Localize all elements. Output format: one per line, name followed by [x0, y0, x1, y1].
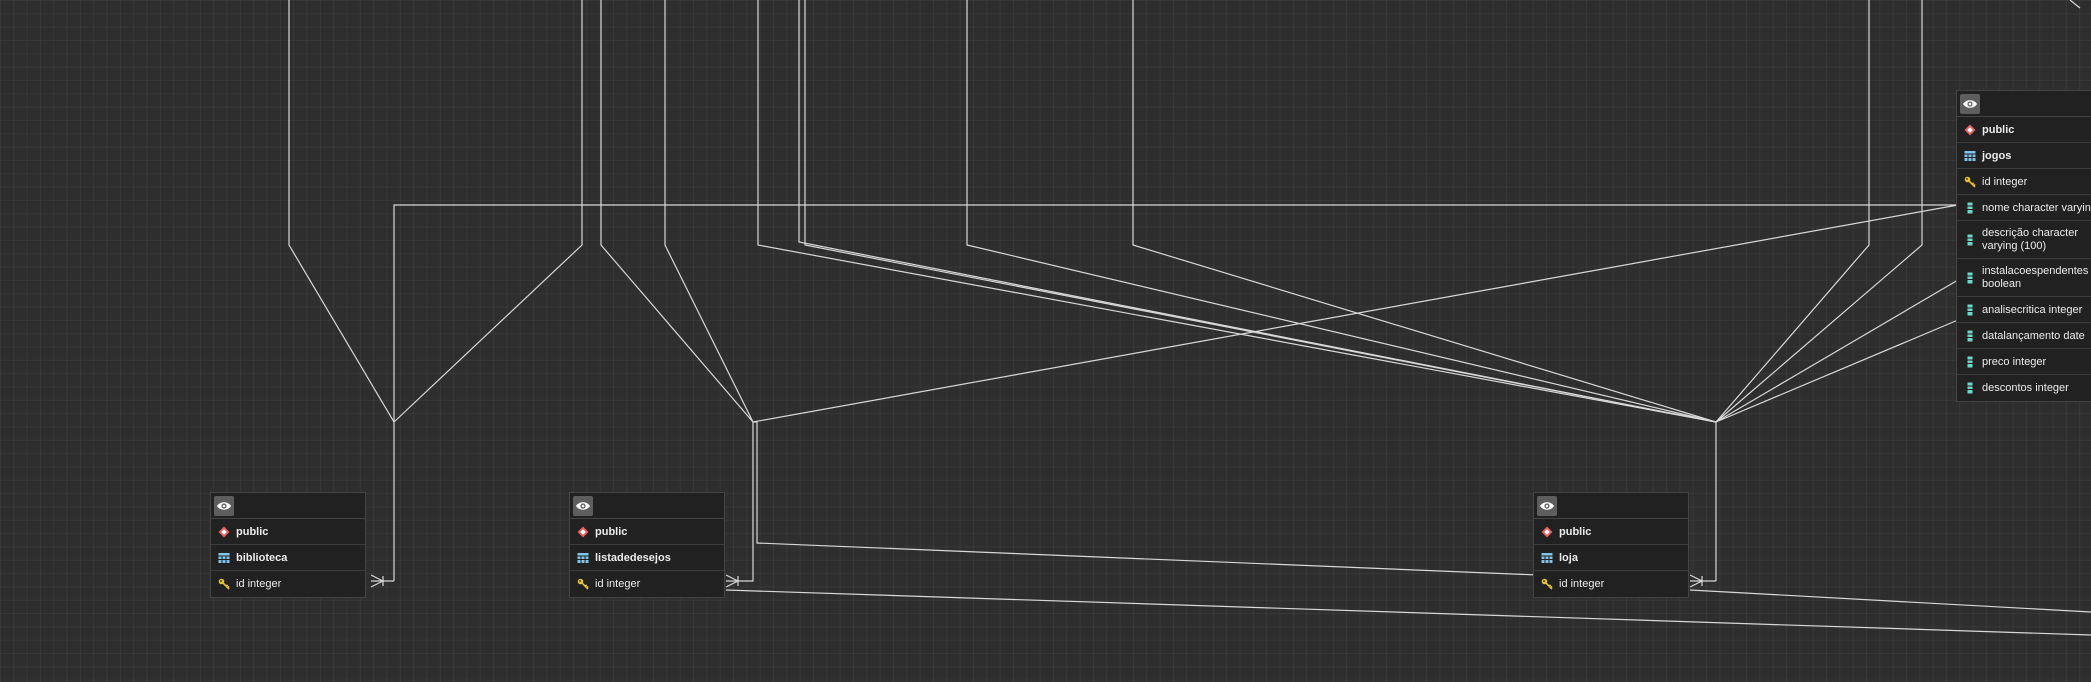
node-header [1534, 493, 1688, 519]
column-name: descrição character varying (100) [1982, 226, 2078, 252]
key-icon [218, 578, 230, 590]
schema-row: public [570, 519, 724, 545]
table-name-row: biblioteca [211, 545, 365, 571]
relationship-edge [1715, 319, 1959, 423]
column-name: instalacoespendentes boolean [1982, 264, 2089, 290]
relationship-edge [1689, 589, 2091, 613]
table-node-listadedesejos[interactable]: public listadedesejos id integer [569, 492, 725, 598]
eye-icon[interactable] [1960, 93, 1980, 114]
relationship-edge [393, 0, 583, 423]
column-icon [1964, 272, 1976, 284]
relationship-edge [600, 0, 754, 423]
relationship-edge [725, 589, 2091, 636]
relationship-edge [966, 0, 1717, 423]
table-name: loja [1559, 551, 1578, 564]
column-row[interactable]: datalançamento date [1957, 323, 2091, 349]
column-row[interactable]: descrição character varying (100) [1957, 221, 2091, 259]
column-name: id integer [1982, 175, 2028, 188]
schema-row: public [1957, 117, 2091, 143]
table-node-loja[interactable]: public loja id integer [1533, 492, 1689, 598]
column-row[interactable]: id integer [1534, 571, 1688, 597]
table-name-row: listadedesejos [570, 545, 724, 571]
schema-icon [1964, 124, 1976, 136]
relationship-edge [757, 0, 1717, 423]
column-row[interactable]: id integer [211, 571, 365, 597]
node-header [1957, 91, 2091, 117]
column-name: analisecritica integer [1982, 303, 2083, 316]
column-name: datalançamento date [1982, 329, 2085, 342]
column-icon [1964, 356, 1976, 368]
table-name-row: jogos [1957, 143, 2091, 169]
table-node-biblioteca[interactable]: public biblioteca id integer [210, 492, 366, 598]
relationship-edge [1132, 0, 1717, 423]
column-row[interactable]: instalacoespendentes boolean [1957, 259, 2091, 297]
column-row[interactable]: id integer [570, 571, 724, 597]
table-icon [1964, 150, 1976, 162]
column-row[interactable]: descontos integer [1957, 375, 2091, 401]
column-name: preco integer [1982, 355, 2047, 368]
schema-name: public [1982, 123, 2015, 136]
relationship-edge [798, 0, 1717, 423]
eye-icon[interactable] [573, 495, 593, 516]
column-name: id integer [236, 578, 282, 590]
column-name: nome character varying( [1982, 201, 2091, 214]
column-row[interactable]: nome character varying( [1957, 195, 2091, 221]
key-icon [1541, 578, 1553, 590]
schema-icon [577, 526, 589, 538]
relationship-edge [804, 0, 1717, 423]
node-header [570, 493, 724, 519]
key-icon [1964, 176, 1976, 188]
column-row[interactable]: preco integer [1957, 349, 2091, 375]
table-name: biblioteca [236, 551, 288, 564]
relationship-edge [1715, 0, 1870, 423]
relationship-edge [752, 204, 1959, 423]
relationship-edge [664, 0, 754, 423]
column-icon [1964, 304, 1976, 316]
relationship-edge [1715, 279, 1959, 423]
table-icon [1541, 552, 1553, 564]
schema-name: public [595, 525, 628, 538]
column-icon [1964, 202, 1976, 214]
relationship-edge [393, 204, 1958, 422]
schema-name: public [236, 525, 269, 538]
relationship-edge [2069, 0, 2081, 9]
column-name: id integer [1559, 578, 1605, 590]
schema-name: public [1559, 525, 1592, 538]
schema-row: public [1534, 519, 1688, 545]
schema-icon [218, 526, 230, 538]
table-name-row: loja [1534, 545, 1688, 571]
column-icon [1964, 382, 1976, 394]
relationship-edge [753, 421, 1539, 576]
relationship-edge [1715, 0, 1923, 423]
table-icon [218, 552, 230, 564]
column-icon [1964, 330, 1976, 342]
eye-icon[interactable] [1537, 495, 1557, 516]
table-icon [577, 552, 589, 564]
column-icon [1964, 234, 1976, 246]
key-icon [577, 578, 589, 590]
node-header [211, 493, 365, 519]
column-row[interactable]: id integer [1957, 169, 2091, 195]
eye-icon[interactable] [214, 495, 234, 516]
relationship-edge [726, 422, 754, 582]
schema-icon [1541, 526, 1553, 538]
table-name: jogos [1982, 149, 2012, 162]
column-row[interactable]: analisecritica integer [1957, 297, 2091, 323]
schema-row: public [211, 519, 365, 545]
column-name: id integer [595, 578, 641, 590]
relationship-edge [288, 0, 395, 423]
table-node-jogos[interactable]: public jogos id integer nome character v… [1956, 90, 2091, 402]
column-name: descontos integer [1982, 382, 2069, 394]
table-name: listadedesejos [595, 551, 671, 564]
